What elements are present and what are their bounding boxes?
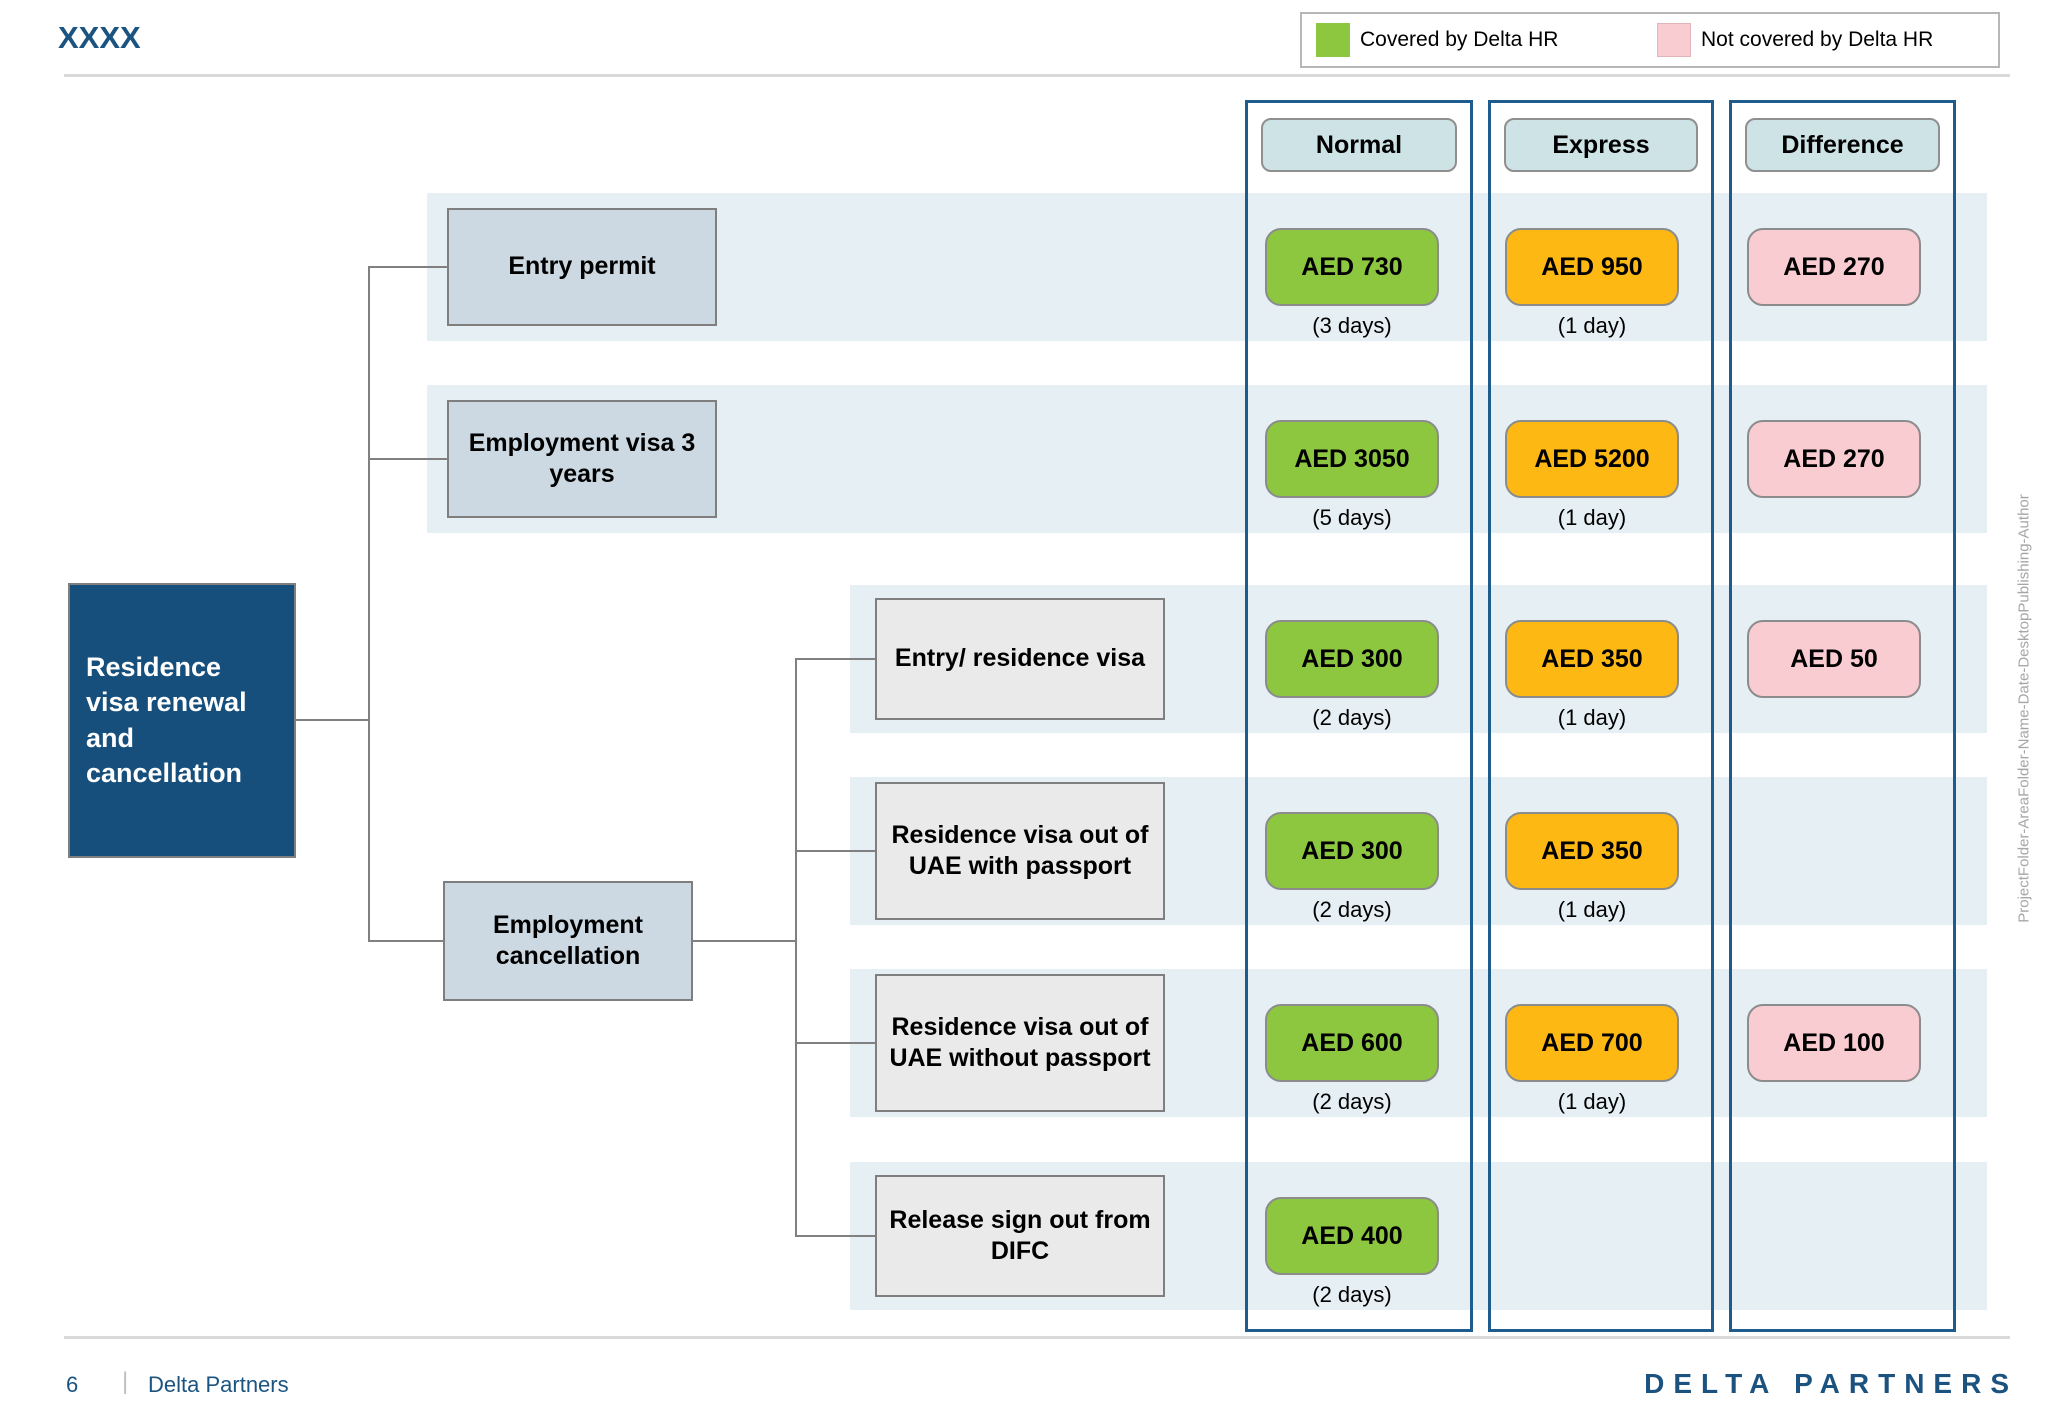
cost-normal: AED 400	[1265, 1197, 1439, 1275]
cost-normal: AED 3050	[1265, 420, 1439, 498]
cost-express-days: (1 day)	[1557, 1089, 1627, 1114]
legend-item-covered: Covered by Delta HR	[1316, 23, 1643, 57]
connector	[693, 940, 795, 942]
connector	[795, 658, 875, 660]
connector	[795, 658, 797, 1237]
cost-normal-days: (2 days)	[1312, 1089, 1392, 1114]
connector	[368, 458, 447, 460]
not-covered-label: Not covered by Delta HR	[1701, 28, 1934, 51]
connector	[795, 1235, 875, 1237]
margin-annotation: ProjectFolder-AreaFolder-Name-Date-Deskt…	[2015, 494, 2033, 923]
cost-express: AED 350	[1505, 620, 1679, 698]
column-frame-express	[1488, 100, 1714, 1332]
legend: Covered by Delta HR Not covered by Delta…	[1300, 12, 2000, 68]
cost-normal: AED 300	[1265, 812, 1439, 890]
title-divider	[64, 74, 2010, 77]
connector	[368, 266, 370, 942]
connector	[296, 719, 368, 721]
branch-node-employment-cancellation: Employment cancellation	[443, 881, 693, 1001]
cost-normal-days: (5 days)	[1312, 505, 1392, 530]
delta-partners-logo: DELTA PARTNERS	[1644, 1368, 2018, 1399]
cost-express: AED 5200	[1505, 420, 1679, 498]
sub-node-entry-residence-visa: Entry/ residence visa	[875, 598, 1165, 720]
page-number: 6	[66, 1372, 79, 1397]
cost-express-days: (1 day)	[1557, 505, 1627, 530]
cost-difference: AED 50	[1747, 620, 1921, 698]
cost-difference: AED 270	[1747, 420, 1921, 498]
cost-normal: AED 300	[1265, 620, 1439, 698]
cost-express: AED 700	[1505, 1004, 1679, 1082]
column-header-express: Express	[1504, 118, 1698, 172]
cost-express: AED 950	[1505, 228, 1679, 306]
cost-express: AED 350	[1505, 812, 1679, 890]
page-title: XXXX	[58, 20, 141, 55]
covered-label: Covered by Delta HR	[1360, 28, 1559, 51]
footer-divider	[64, 1336, 2010, 1339]
cost-difference: AED 100	[1747, 1004, 1921, 1082]
sub-node-release-sign-out-difc: Release sign out from DIFC	[875, 1175, 1165, 1297]
footer-separator: |	[122, 1368, 129, 1395]
connector	[795, 1042, 875, 1044]
cost-express-days: (1 day)	[1557, 705, 1627, 730]
cost-normal-days: (2 days)	[1312, 897, 1392, 922]
connector	[368, 940, 443, 942]
column-frame-difference	[1729, 100, 1956, 1332]
column-frame-normal	[1245, 100, 1473, 1332]
cost-normal-days: (2 days)	[1312, 705, 1392, 730]
sub-node-visa-out-with-passport: Residence visa out of UAE with passport	[875, 782, 1165, 920]
cost-normal: AED 730	[1265, 228, 1439, 306]
branch-node-employment-visa: Employment visa 3 years	[447, 400, 717, 518]
connector	[795, 850, 875, 852]
sub-node-visa-out-without-passport: Residence visa out of UAE without passpo…	[875, 974, 1165, 1112]
column-header-difference: Difference	[1745, 118, 1940, 172]
cost-express-days: (1 day)	[1557, 313, 1627, 338]
branch-node-entry-permit: Entry permit	[447, 208, 717, 326]
not-covered-color-swatch	[1657, 23, 1691, 57]
cost-normal-days: (2 days)	[1312, 1282, 1392, 1307]
legend-item-not-covered: Not covered by Delta HR	[1657, 23, 1984, 57]
connector	[368, 266, 447, 268]
cost-normal: AED 600	[1265, 1004, 1439, 1082]
root-node: Residence visa renewal and cancellation	[68, 583, 296, 858]
cost-normal-days: (3 days)	[1312, 313, 1392, 338]
footer-company: Delta Partners	[148, 1372, 289, 1397]
cost-difference: AED 270	[1747, 228, 1921, 306]
column-header-normal: Normal	[1261, 118, 1457, 172]
cost-express-days: (1 day)	[1557, 897, 1627, 922]
covered-color-swatch	[1316, 23, 1350, 57]
